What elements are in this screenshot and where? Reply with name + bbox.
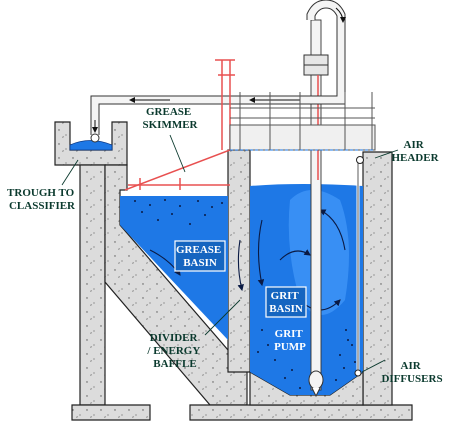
leader-lines [61, 134, 399, 373]
right-wall [362, 151, 393, 406]
base-slab [71, 404, 151, 421]
label-grease-basin: GREASE BASIN [176, 244, 224, 269]
label-divider-energy-baffle: DIVIDER / ENERGY BAFFLE [146, 332, 202, 370]
label-air-header: AIR HEADER [391, 139, 439, 164]
concrete-structure [54, 121, 413, 421]
walkway-handrail [229, 92, 376, 151]
label-grit-basin: GRIT BASIN [269, 290, 303, 315]
air-header-valve [356, 156, 364, 164]
grit-particles [257, 329, 356, 389]
grease-basin-wall [104, 164, 248, 406]
label-grease-skimmer: GREASE SKIMMER [143, 106, 199, 131]
air-piping [354, 156, 364, 377]
pump-head [308, 370, 324, 390]
trough-water [69, 140, 113, 151]
left-support-column [79, 164, 106, 406]
air-diffuser-head [354, 369, 362, 377]
grease-scum [134, 199, 223, 225]
divider-wall [227, 149, 251, 373]
label-grit-pump: GRIT PUMP [274, 328, 306, 353]
label-air-diffusers: AIR DIFFUSERS [381, 360, 442, 385]
trough-wall [54, 121, 128, 166]
center-base [189, 404, 413, 421]
grit-pump-assembly [303, 0, 346, 398]
discharge-pipe [90, 85, 346, 143]
labels: GREASE SKIMMER TROUGH TO CLASSIFIER AIR … [7, 106, 443, 385]
label-trough-to-classifier: TROUGH TO CLASSIFIER [7, 187, 77, 212]
